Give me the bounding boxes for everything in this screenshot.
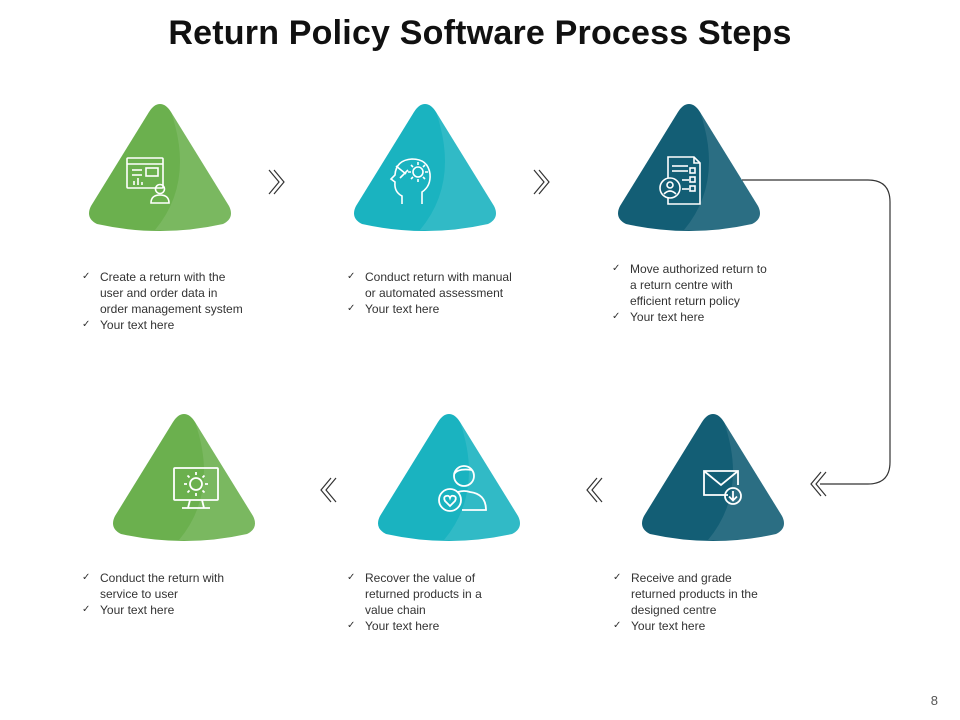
check-icon: ✓	[613, 620, 622, 631]
list-item: ✓Conduct the return with service to user	[82, 571, 225, 601]
list-item: ✓Recover the value of returned products …	[347, 571, 482, 617]
check-icon: ✓	[82, 572, 91, 583]
chevron-right-icon	[268, 169, 285, 195]
chevron-right-icon	[533, 169, 550, 195]
check-icon: ✓	[347, 572, 356, 583]
list-item: ✓Receive and grade returned products in …	[613, 571, 758, 617]
web-analytics-person-icon	[126, 157, 170, 204]
step-3-text: ✓Move authorized return to a return cent…	[612, 261, 802, 325]
list-item: ✓Your text here	[613, 619, 706, 633]
list-item: ✓Move authorized return to a return cent…	[612, 262, 767, 308]
page-title: Return Policy Software Process Steps	[168, 14, 792, 52]
check-icon: ✓	[347, 303, 356, 314]
step-5-text: ✓Recover the value of returned products …	[347, 570, 537, 634]
check-icon: ✓	[347, 271, 356, 282]
head-gear-thinking-icon	[389, 158, 431, 204]
step-2-text: ✓Conduct return with manual or automated…	[347, 269, 537, 317]
step-1-text: ✓Create a return with the user and order…	[82, 269, 272, 333]
step-2-triangle	[350, 102, 500, 232]
check-icon: ✓	[612, 311, 621, 322]
step-6-text: ✓Conduct the return with service to user…	[82, 570, 272, 618]
check-icon: ✓	[82, 271, 91, 282]
chevron-left-icon	[586, 477, 603, 503]
list-item: ✓Conduct return with manual or automated…	[347, 270, 512, 300]
list-item: ✓Your text here	[347, 619, 440, 633]
page-number: 8	[930, 693, 938, 708]
check-icon: ✓	[347, 620, 356, 631]
chevron-left-icon	[810, 471, 827, 497]
list-item: ✓Create a return with the user and order…	[82, 270, 243, 316]
envelope-download-icon	[703, 470, 742, 505]
list-item: ✓Your text here	[612, 310, 705, 324]
step-4-text: ✓Receive and grade returned products in …	[613, 570, 803, 634]
step-1-triangle	[85, 102, 235, 232]
step-3-triangle	[614, 102, 764, 232]
person-heart-icon	[438, 465, 487, 512]
list-item: ✓Your text here	[82, 318, 175, 332]
check-icon: ✓	[613, 572, 622, 583]
monitor-gear-icon	[173, 467, 219, 509]
check-icon: ✓	[82, 604, 91, 615]
list-item: ✓Your text here	[82, 603, 175, 617]
list-item: ✓Your text here	[347, 302, 440, 316]
document-checklist-user-icon	[659, 156, 701, 205]
check-icon: ✓	[612, 263, 621, 274]
check-icon: ✓	[82, 319, 91, 330]
chevron-left-icon	[320, 477, 337, 503]
